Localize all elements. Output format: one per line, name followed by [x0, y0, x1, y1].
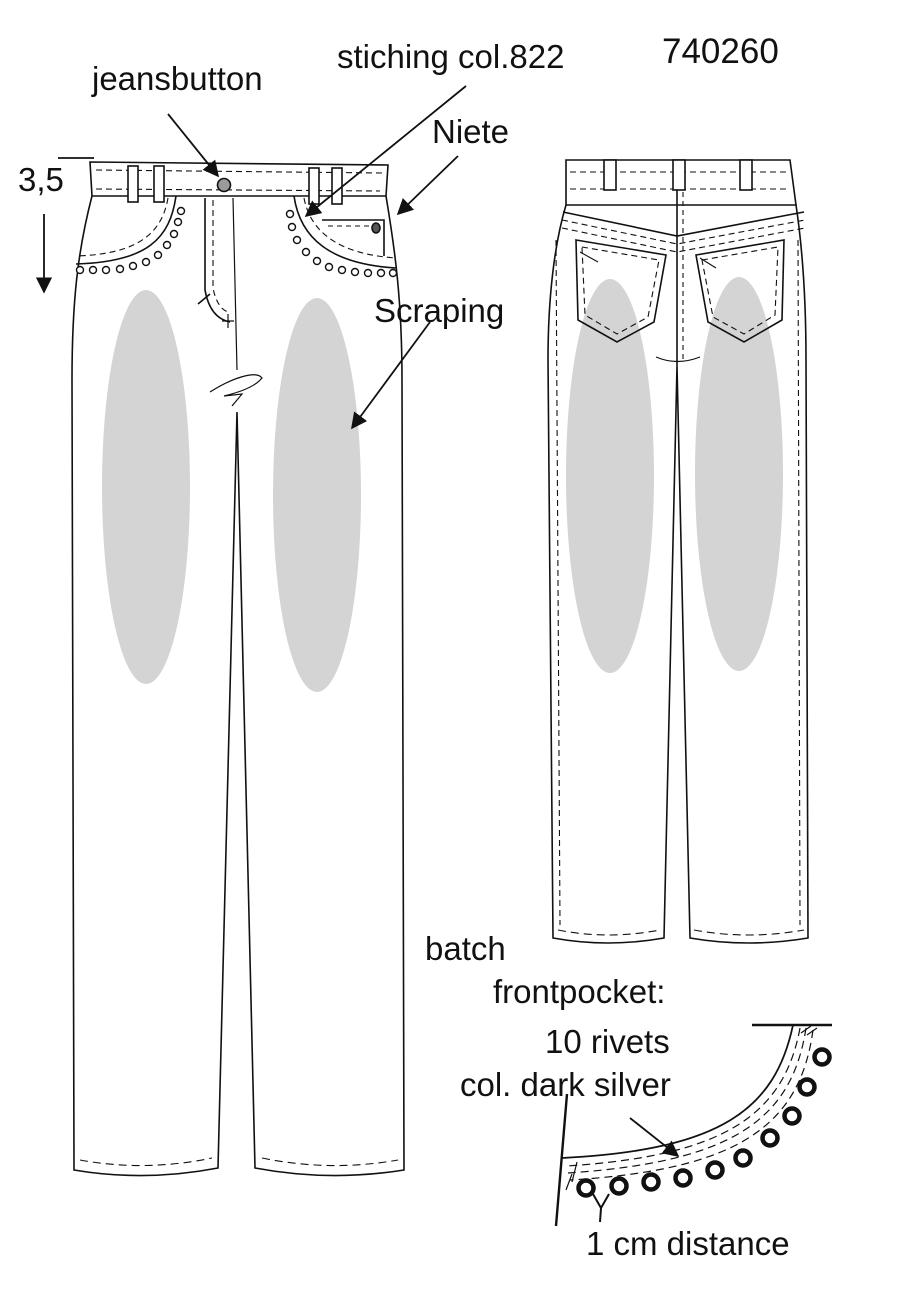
detail-pocket-curve — [561, 1024, 794, 1159]
back-right-scraping-area — [695, 277, 783, 671]
rivet-icon — [609, 1176, 629, 1196]
front-right-pocket — [293, 195, 397, 269]
front-right-pocket-rivets — [285, 209, 398, 278]
stitching-arrow — [304, 85, 467, 218]
back-belt-loop — [672, 159, 686, 191]
frontpocket-rivet-detail — [554, 1023, 832, 1227]
rivet-icon — [797, 1077, 817, 1097]
back-belt-loop — [603, 159, 617, 191]
rise-measure-label: 3,5 — [18, 161, 64, 198]
front-fly — [204, 198, 231, 323]
detail-rivets — [576, 1047, 832, 1198]
rivet-count-label: 10 rivets — [545, 1023, 670, 1060]
rivet-icon — [705, 1160, 725, 1180]
rivet-distance-label: 1 cm distance — [586, 1225, 790, 1262]
rivet-icon — [576, 1178, 596, 1198]
front-left-scraping-area — [102, 290, 190, 684]
front-belt-loop — [308, 167, 320, 205]
back-right-pocket — [695, 239, 785, 343]
jeansbutton-label: jeansbutton — [92, 60, 263, 97]
front-waistband — [89, 161, 389, 197]
jeansbutton-arrow — [167, 113, 220, 178]
rivet-icon — [760, 1128, 780, 1148]
niete-arrow — [396, 155, 459, 216]
detail-title-line2: frontpocket: — [493, 973, 666, 1010]
back-view-jeans — [547, 159, 809, 944]
scraping-label: Scraping — [374, 292, 505, 329]
stitching-label: stiching col.822 — [337, 38, 565, 75]
front-belt-loop — [331, 167, 343, 205]
front-view-jeans — [71, 161, 405, 1177]
back-waistband — [565, 159, 797, 206]
front-outline — [71, 195, 405, 1177]
style-number: 740260 — [662, 32, 779, 71]
scraping-arrow — [351, 321, 431, 430]
front-right-scraping-area — [273, 298, 361, 692]
front-left-pocket-rivets — [75, 206, 186, 275]
rivet-color-label: col. dark silver — [460, 1066, 671, 1103]
rivet-icon — [782, 1106, 802, 1126]
rivet-icon — [812, 1047, 832, 1067]
front-belt-loop — [127, 165, 139, 203]
rivet-distance-marker — [592, 1193, 610, 1223]
back-left-scraping-area — [566, 279, 654, 673]
front-coin-pocket — [322, 219, 385, 256]
front-left-pocket — [75, 195, 177, 265]
jeansbutton-icon — [216, 177, 232, 193]
detail-title-line1: batch — [425, 930, 506, 967]
callout-arrows — [35, 85, 467, 430]
detail-side-line — [554, 1093, 569, 1227]
niete-rivet-icon — [371, 222, 381, 234]
detail-arrow — [629, 1117, 680, 1158]
back-belt-loop — [739, 159, 753, 191]
rivet-icon — [673, 1168, 693, 1188]
front-belt-loop — [153, 165, 165, 203]
rivet-icon — [641, 1172, 661, 1192]
rivet-icon — [733, 1148, 753, 1168]
niete-label: Niete — [432, 113, 510, 150]
back-left-pocket — [575, 239, 667, 343]
